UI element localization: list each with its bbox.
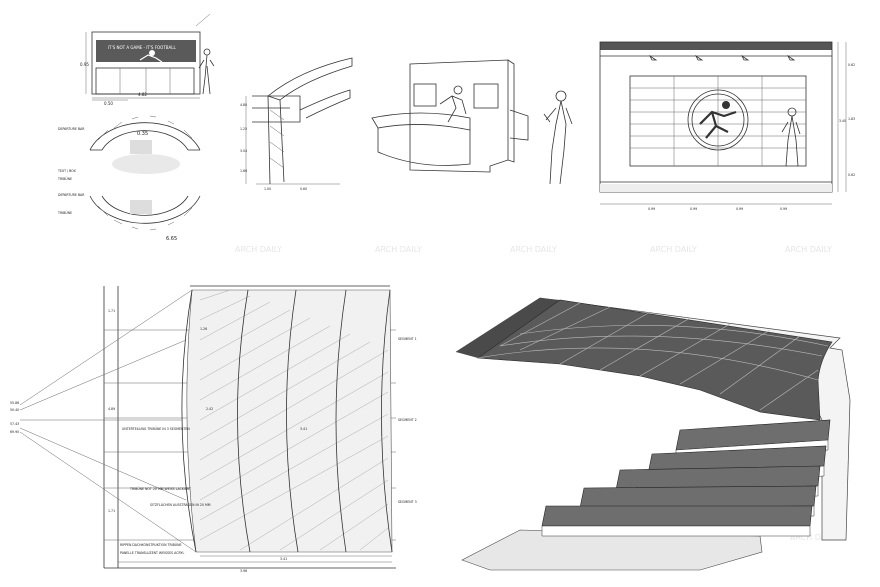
plan-note: TEXT / BOX xyxy=(57,169,77,173)
plan-callout: SITZFLÄCHEN AUSSTRAGEN IN 20 MM xyxy=(150,502,211,507)
dim-label: 4.82 xyxy=(138,92,147,97)
segment-label: SEGMENT 1 xyxy=(398,337,417,341)
watermark: ARCH DAILY xyxy=(650,245,697,254)
angle-label: 50.40 xyxy=(10,408,19,412)
dim-label: 0.62 xyxy=(848,63,855,67)
dim-label: 0.99 xyxy=(780,207,787,211)
angle-label: 57.43 xyxy=(10,422,19,426)
plan-callout: PANELLE TRANSLUZENT WEISSES ACRYL xyxy=(120,551,184,555)
angle-label: 69.90 xyxy=(10,430,19,434)
watermark: ARCH DAILY xyxy=(235,245,282,254)
plan-callout: TRIBÜNE NOT 20 MM WEISS LACKIERT xyxy=(129,486,191,491)
dim-label: 0.60 xyxy=(300,187,307,191)
plan-note: DEPARTURE BAR xyxy=(58,193,85,197)
booth-plan-lower: DEPARTURE BAR TRIBÜNE 6.65 xyxy=(57,193,201,242)
plan-note: TRIBÜNE xyxy=(57,176,72,181)
dim-label: 1.26 xyxy=(200,327,207,331)
booth-plan-upper: 0.35 DEPARTURE BAR TEXT / BOX TRIBÜNE xyxy=(57,115,201,181)
watermark: ARCH DAILY xyxy=(785,245,832,254)
segment-label: SEGMENT 2 xyxy=(398,418,417,422)
spotlights xyxy=(648,54,796,61)
dim-label: 0.99 xyxy=(736,207,743,211)
dim-label: 1.25 xyxy=(240,127,247,131)
dim-label: 4.80 xyxy=(240,103,247,107)
dim-label: 0.62 xyxy=(848,173,855,177)
dim-label: 3.41 xyxy=(280,557,287,561)
angle-label: 55.86 xyxy=(10,401,19,405)
dim-label: 6.65 xyxy=(166,236,177,242)
watermark: ARCH DAILY xyxy=(790,533,837,542)
plan-callout: RIPPEN DACHKONSTRUKTION TRIBÜNE xyxy=(120,542,182,547)
roof-ribs xyxy=(477,302,829,411)
plan-callout: UNTERTEILUNG TRIBÜNE IN 3 SEGMENTEN xyxy=(122,426,190,431)
dim-label: 3.04 xyxy=(240,149,247,153)
hatched-panels xyxy=(186,289,393,553)
dim-label: 1.71 xyxy=(108,309,115,313)
dim-label: 0.95 xyxy=(80,62,89,67)
watermark: ARCH DAILY xyxy=(510,245,557,254)
dim-label: 0.99 xyxy=(648,207,655,211)
booth-perspective xyxy=(371,59,573,185)
dim-label: 0.50 xyxy=(104,101,113,106)
segment-label: SEGMENT 3 xyxy=(398,500,417,504)
dim-label: 1.83 xyxy=(848,117,855,121)
tribune-roof-plan: 1.71 4.89 1.71 3.41 3.41 3.96 1.26 2.42 … xyxy=(10,285,417,573)
tribune-section: 4.80 1.25 3.04 1.66 1.00 0.60 xyxy=(240,57,353,191)
plan-note: TRIBÜNE xyxy=(57,210,72,215)
dim-label: 1.66 xyxy=(240,169,247,173)
dim-label: 3.96 xyxy=(240,569,247,573)
radial-lines xyxy=(19,289,197,553)
dim-label: 2.42 xyxy=(206,407,213,411)
dim-label: 0.99 xyxy=(690,207,697,211)
dim-label: 1.71 xyxy=(108,509,115,513)
booth-sign-text: IT'S NOT A GAME - IT'S FOOTBALL xyxy=(108,45,176,50)
plan-note: DEPARTURE BAR xyxy=(58,127,85,131)
dim-label: 1.00 xyxy=(264,187,271,191)
dim-label: 3.41 xyxy=(300,427,307,431)
tribune-perspective xyxy=(455,297,851,571)
led-wall-elevation: 0.99 0.99 0.99 0.99 0.62 1.83 0.62 3.40 xyxy=(599,41,855,211)
booth-front-elevation: IT'S NOT A GAME - IT'S FOOTBALL 4.82 0.5… xyxy=(80,13,215,106)
dim-label: 3.40 xyxy=(839,119,846,123)
dim-label: 0.35 xyxy=(137,131,148,137)
seating-tiers xyxy=(541,419,831,537)
watermark: ARCH DAILY xyxy=(375,245,422,254)
dim-label: 4.89 xyxy=(108,407,115,411)
